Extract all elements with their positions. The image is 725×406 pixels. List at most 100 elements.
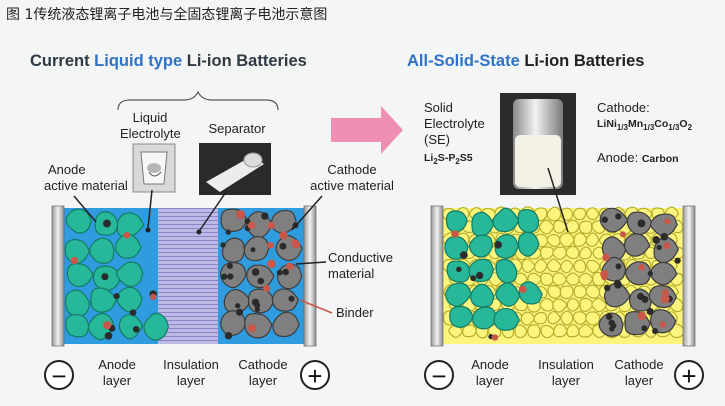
left-separator [158, 208, 218, 344]
conductive-particle [610, 322, 617, 329]
label-insulation-layer-right: Insulation layer [531, 357, 601, 389]
label-cathode-material: Cathode: [597, 100, 650, 115]
binder-particle [661, 289, 669, 297]
conductive-particle [470, 275, 477, 282]
anode-particle [64, 239, 91, 265]
label-cathode-active-line2: active material [310, 178, 394, 193]
left-cathode-current-collector [303, 205, 317, 347]
binder-particle [247, 221, 256, 230]
label-solid-electrolyte: Solid Electrolyte (SE) [424, 100, 485, 148]
anode-particle [445, 282, 473, 307]
binder-particle [659, 321, 666, 328]
label-cathode-layer-right-2: layer [624, 373, 654, 388]
anode-particle [493, 307, 520, 331]
conductive-particle [227, 273, 234, 280]
cathode-particle [649, 261, 678, 286]
se-grain [586, 259, 601, 274]
label-anode-active: Anode active material [44, 162, 128, 194]
right-title-suffix: Li-ion Batteries [519, 52, 645, 70]
conductive-particle [656, 244, 662, 251]
conductive-particle [226, 263, 233, 269]
conductive-particle [113, 293, 120, 300]
left-title-prefix: Current [30, 52, 95, 70]
anode-particle [143, 312, 170, 341]
cathode-particle [221, 237, 246, 263]
binder-particle [660, 294, 670, 304]
leader-anode-active [73, 195, 97, 223]
leader-cathode-active [291, 195, 323, 231]
label-se-formula: Li2S-P2S5 [424, 152, 473, 167]
label-cathode-layer-right-1: Cathode [614, 357, 664, 372]
anode-particle [115, 233, 142, 259]
binder-particle [619, 231, 626, 238]
conductive-particle [459, 251, 468, 259]
anode-particle [449, 305, 474, 328]
label-anode-active-line1: Anode [48, 162, 86, 177]
se-grain [527, 324, 541, 339]
left-title-suffix: Li-ion Batteries [182, 52, 307, 70]
right-cathode-particles [598, 207, 681, 337]
binder-particle [601, 274, 608, 281]
binder-particle [149, 293, 157, 301]
binder-particle [123, 231, 131, 239]
anode-particle [65, 314, 90, 338]
anode-particle [471, 211, 495, 238]
left-battery [51, 205, 317, 347]
conductive-particle [494, 241, 502, 249]
binder-particle [491, 334, 499, 341]
conductive-particle [615, 263, 622, 270]
anode-particle [116, 261, 144, 288]
label-anode-layer-right-1: Anode [471, 357, 509, 372]
label-anode-layer-right-2: layer [475, 373, 505, 388]
conductive-particle [129, 309, 137, 316]
se-grain [521, 258, 537, 274]
anode-particle [495, 258, 518, 284]
se-grain [539, 297, 555, 312]
label-anode-material-value: Carbon [641, 153, 679, 165]
conductive-particle [647, 270, 653, 277]
conductive-particle [674, 257, 681, 264]
se-grain [514, 324, 528, 339]
anode-particle [64, 289, 91, 317]
label-binder: Binder [336, 305, 374, 320]
label-insulation-layer-left-2: layer [176, 373, 206, 388]
label-liquid-electrolyte: Liquid Electrolyte [120, 110, 181, 142]
cathode-particle [599, 207, 629, 233]
label-anode-material: Anode: Carbon [597, 150, 679, 167]
binder-particle [602, 253, 610, 262]
label-cathode-active-line1: Cathode [327, 162, 377, 177]
se-grain [585, 311, 601, 326]
conductive-particle [605, 313, 613, 321]
solid-electrolyte-photo [500, 93, 576, 195]
anode-particle [492, 207, 520, 233]
se-grain [547, 310, 562, 325]
left-anode-particles [64, 208, 170, 341]
se-grain [520, 311, 536, 326]
label-anode-layer-right: Anode layer [459, 357, 521, 389]
se-grain [546, 206, 562, 222]
se-grain [585, 232, 600, 248]
label-insulation-layer-right-2: layer [551, 373, 581, 388]
conductive-particle [660, 232, 669, 241]
se-grain [552, 272, 568, 286]
se-grain [566, 297, 581, 312]
label-se-line2: Electrolyte [424, 116, 485, 131]
conductive-particle [220, 242, 226, 248]
label-insulation-layer-left: Insulation layer [156, 357, 226, 389]
conductive-particle [604, 284, 611, 292]
label-insulation-layer-right-1: Insulation [538, 357, 594, 372]
plus-terminal-icon: + [300, 360, 330, 390]
leader-conductive [295, 261, 327, 265]
se-grain [578, 272, 594, 286]
se-grain [533, 311, 548, 325]
se-grain [565, 245, 580, 260]
label-conductive: Conductive material [328, 250, 393, 282]
cathode-particle [650, 213, 678, 237]
se-grain [585, 284, 601, 299]
conductive-particle [103, 219, 111, 228]
minus-terminal-icon: − [44, 360, 74, 390]
binder-particle [70, 256, 79, 265]
plus-terminal-icon-right: + [674, 360, 704, 390]
anode-particle [89, 237, 115, 264]
